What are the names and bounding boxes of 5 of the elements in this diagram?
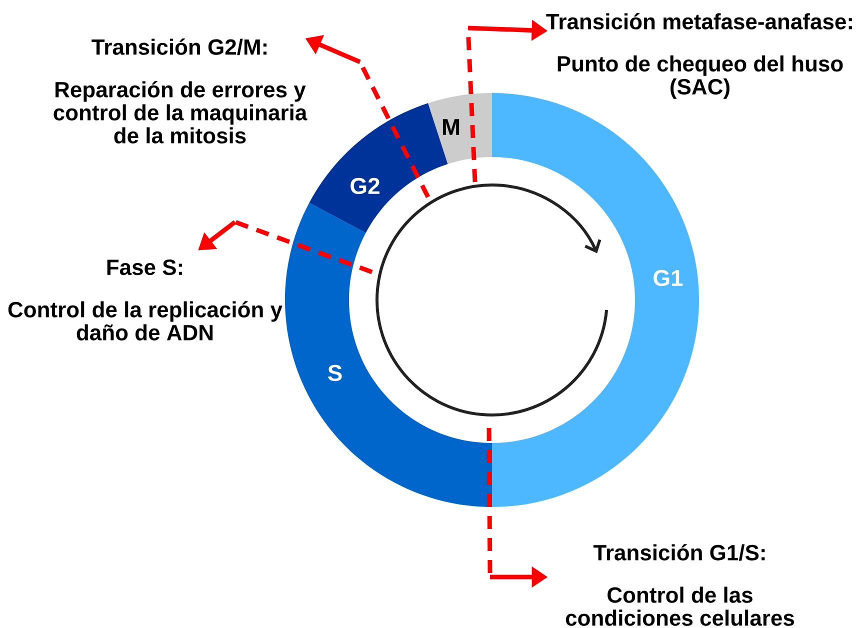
ring-segment: S xyxy=(285,202,492,507)
checkpoint-text: Transición G2/M: Reparación de errores y control de la maquinaria de la mitosis xyxy=(54,38,308,144)
ring-segment: M xyxy=(428,92,492,164)
checkpoint-text: Fase S: Control de la replicación y daño de ADN xyxy=(8,260,282,340)
checkpoint-text: Transición G1/S: Control de las condiciones celulares xyxy=(566,544,794,626)
